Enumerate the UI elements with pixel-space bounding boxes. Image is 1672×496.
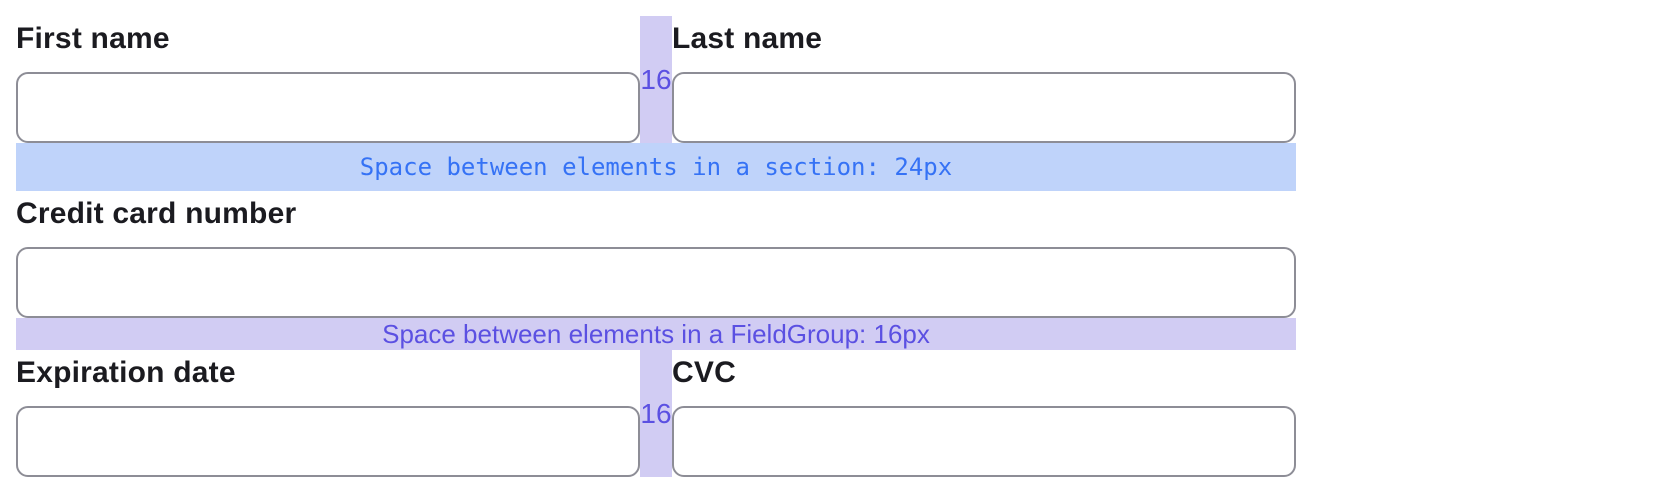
card-number-label: Credit card number [16, 197, 297, 230]
expiration-date-label: Expiration date [16, 356, 236, 389]
last-name-input[interactable] [672, 72, 1296, 143]
fieldgroup-spacing-label: Space between elements in a FieldGroup: … [382, 318, 930, 349]
section-spacing-label: Space between elements in a section: 24p… [359, 153, 953, 181]
field-cvc: CVC [672, 350, 1296, 477]
last-name-label: Last name [672, 22, 823, 55]
card-number-input[interactable] [16, 247, 1296, 318]
field-last-name: Last name [672, 16, 1296, 143]
first-name-input[interactable] [16, 72, 640, 143]
name-row: First name 16 Last name [16, 16, 1296, 143]
field-first-name: First name [16, 16, 640, 143]
field-expiration-date: Expiration date [16, 350, 640, 477]
gap-indicator-name-row: 16 [640, 16, 672, 143]
payment-form: First name 16 Last name Space between el… [16, 16, 1296, 477]
fieldgroup-spacing-band: Space between elements in a FieldGroup: … [16, 318, 1296, 350]
gap-size-label: 16 [640, 63, 672, 95]
section-spacing-band: Space between elements in a section: 24p… [16, 143, 1296, 191]
expiration-date-input[interactable] [16, 406, 640, 477]
cvc-input[interactable] [672, 406, 1296, 477]
first-name-label: First name [16, 22, 170, 55]
card-details-row: Expiration date 16 CVC [16, 350, 1296, 477]
gap-indicator-card-details-row: 16 [640, 350, 672, 477]
field-card-number: Credit card number [16, 191, 1296, 318]
gap-size-label: 16 [640, 397, 672, 429]
cvc-label: CVC [672, 356, 736, 389]
